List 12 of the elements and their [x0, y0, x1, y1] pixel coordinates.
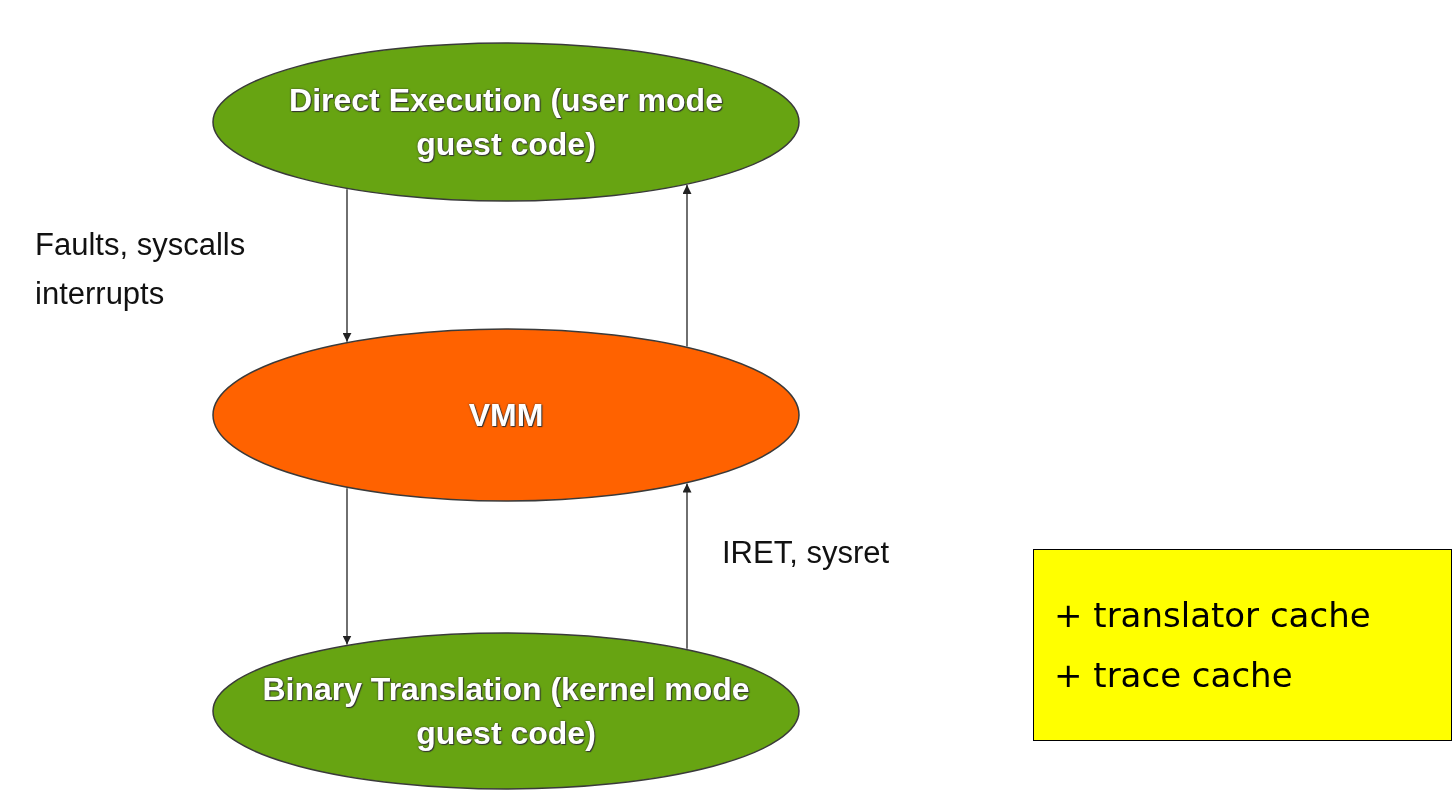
edge-label: Faults, syscalls interrupts: [35, 226, 247, 313]
arrow: [682, 184, 692, 348]
note-text: + trace cache: [1054, 654, 1294, 697]
node-label: VMM: [468, 396, 544, 435]
arrow: [342, 188, 352, 343]
node-label: Binary Translation (kernel mode guest code): [261, 670, 751, 753]
note-box: [1033, 549, 1452, 741]
note-text: + translator cache: [1054, 594, 1372, 637]
arrow: [342, 487, 352, 646]
edge-label: IRET, sysret: [722, 534, 891, 572]
node-label: Direct Execution (user mode guest code): [288, 81, 724, 164]
arrow: [682, 482, 692, 650]
